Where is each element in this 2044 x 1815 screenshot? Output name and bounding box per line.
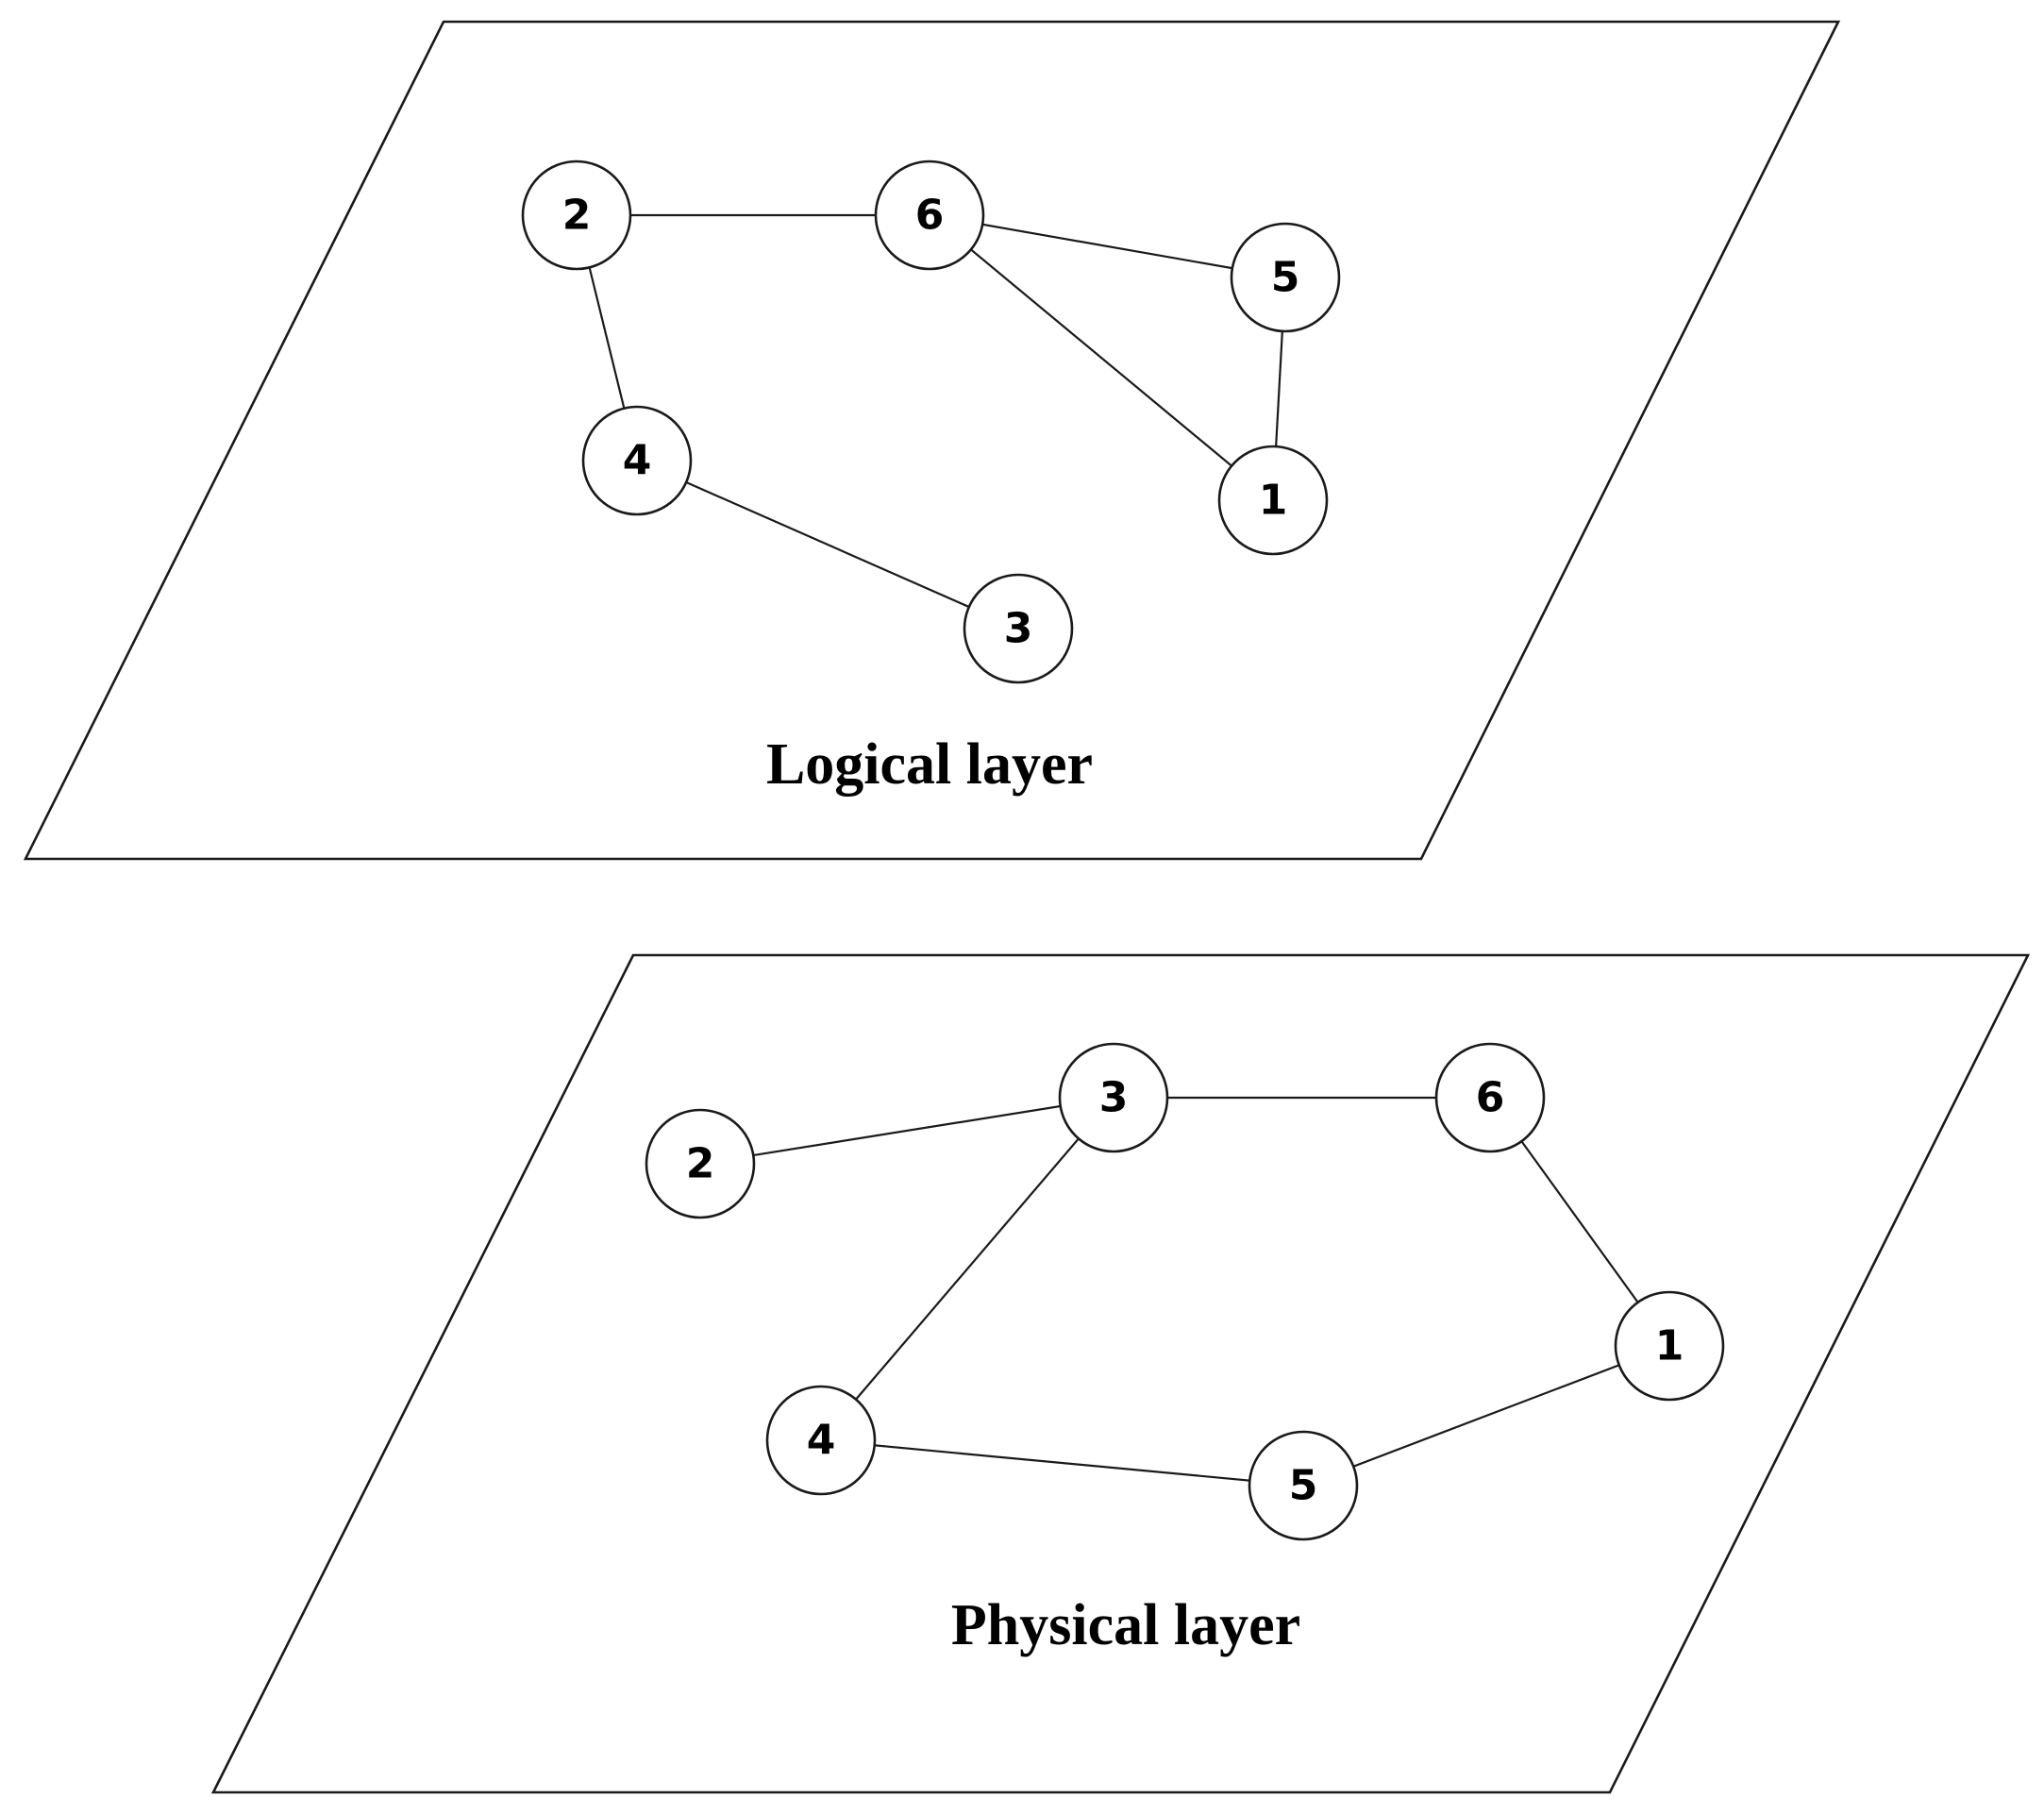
logical-node-1-circle	[1217, 445, 1329, 556]
logical-edge-6-5	[929, 213, 1286, 279]
physical-node-3-label: 3	[1099, 1074, 1129, 1122]
physical-node-4-label: 4	[807, 1417, 836, 1465]
logical-node-4-label: 4	[623, 437, 652, 485]
physical-node-5-circle	[1248, 1430, 1359, 1541]
physical-node-2: 2	[645, 1108, 756, 1219]
logical-layer-plane	[23, 20, 1841, 861]
logical-node-4-circle	[581, 405, 693, 516]
physical-edge-4-5	[820, 1438, 1304, 1487]
physical-edge-5-1	[1302, 1344, 1670, 1487]
physical-edge-2-3	[699, 1096, 1114, 1166]
physical-layer-title: Physical layer	[951, 1593, 1300, 1657]
logical-edge-6-1	[929, 214, 1274, 501]
physical-node-3-circle	[1058, 1042, 1169, 1153]
logical-node-6: 6	[874, 160, 985, 271]
physical-node-3: 3	[1058, 1042, 1169, 1153]
physical-edge-3-4	[820, 1097, 1114, 1441]
logical-layer-title: Logical layer	[766, 732, 1093, 797]
logical-node-6-label: 6	[915, 192, 945, 240]
physical-node-6-circle	[1434, 1042, 1546, 1153]
logical-layer-nodes: 1 2 3 4 5 6	[521, 160, 1341, 684]
physical-layer: 1 2 3 4 5 6 Physical layer	[210, 953, 2031, 1794]
logical-layer-edges	[575, 213, 1287, 630]
logical-node-3-label: 3	[1004, 605, 1033, 653]
logical-node-2: 2	[521, 160, 632, 271]
logical-layer: 1 2 3 4 5 6 Logical layer	[23, 20, 1841, 861]
physical-node-2-circle	[645, 1108, 756, 1219]
logical-node-3-circle	[963, 573, 1074, 684]
logical-node-1-label: 1	[1259, 477, 1288, 525]
physical-node-1-label: 1	[1655, 1322, 1684, 1370]
logical-node-3: 3	[963, 573, 1074, 684]
physical-node-2-label: 2	[686, 1140, 715, 1188]
logical-node-5: 5	[1230, 222, 1341, 333]
physical-node-1: 1	[1614, 1290, 1725, 1402]
physical-node-4: 4	[765, 1385, 877, 1496]
logical-edge-4-3	[636, 459, 1019, 630]
physical-node-5-label: 5	[1289, 1462, 1318, 1510]
physical-node-5: 5	[1248, 1430, 1359, 1541]
physical-layer-nodes: 1 2 3 4 5 6	[645, 1042, 1725, 1541]
physical-node-6-label: 6	[1476, 1074, 1505, 1122]
logical-node-2-circle	[521, 160, 632, 271]
logical-node-2-label: 2	[562, 192, 592, 240]
logical-node-5-circle	[1230, 222, 1341, 333]
logical-node-1: 1	[1217, 445, 1329, 556]
logical-node-5-label: 5	[1271, 254, 1300, 302]
physical-node-4-circle	[765, 1385, 877, 1496]
physical-node-1-circle	[1614, 1290, 1725, 1402]
physical-node-6: 6	[1434, 1042, 1546, 1153]
logical-node-4: 4	[581, 405, 693, 516]
logical-node-6-circle	[874, 160, 985, 271]
